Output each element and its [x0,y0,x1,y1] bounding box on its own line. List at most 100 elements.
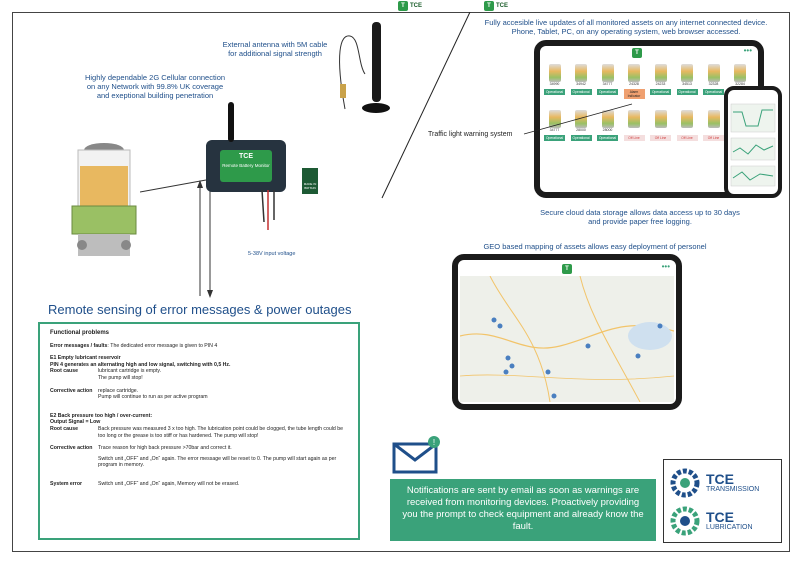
asset-id [677,128,698,133]
asset-id: 34942 [576,82,586,86]
antenna-caption: External antenna with 5M cable for addit… [222,40,328,58]
pump-thumbnail-icon [575,110,587,128]
asset-tile[interactable]: Off Line [703,110,724,144]
cloud-caption: Secure cloud data storage allows data ac… [540,208,740,226]
map-header-logo: T [562,263,572,274]
pump-image [71,143,137,256]
pump-thumbnail-icon [601,110,614,128]
pump-thumbnail-icon [575,64,587,82]
status-badge: Off Line [676,135,698,141]
map-markers[interactable] [491,317,663,399]
e1-title: E1 Empty lubricant reservoir [50,355,121,362]
monitor-device: TCE Remote Battery Monitor [206,102,286,192]
asset-tile[interactable]: Off Line [650,110,671,144]
asset-id [703,128,724,133]
status-badge: Operational [544,135,565,141]
pump-thumbnail-icon [707,110,720,128]
status-badge: Operational [597,89,618,95]
pump-thumbnail-icon [654,110,667,128]
geo-caption: GEO based mapping of assets allows easy … [483,242,707,251]
status-badge: Operational [650,89,671,95]
pump-thumbnail-icon [628,64,640,82]
power-cables [261,190,275,230]
e2-corrective-action-2: Switch unit „OFF“ and „On“ again. The er… [98,455,337,469]
gear-icon [670,506,700,536]
functional-problems-box: Functional problems Error messages / fau… [38,322,360,540]
map-tablet: T ••• [452,254,682,410]
asset-tile[interactable]: Off Line [676,110,698,144]
asset-id: 32284 [735,82,745,86]
asset-id: 24233 [655,82,666,86]
voltage-caption: 5-38V input voltage [248,251,296,257]
tce-logo-icon: T [398,0,408,11]
e2-title: E2 Back pressure too high / over-current… [50,412,153,419]
system-error-row: System error Switch unit „OFF“ and „On“ … [50,480,240,487]
tce-logo-icon: T [562,263,572,274]
tce-logo-icon: T [484,0,494,11]
pump-thumbnail-icon [654,64,667,82]
e2-subtitle: Output Signal = Low [50,419,101,426]
phone-device [724,86,782,198]
map-menu-dots-icon[interactable]: ••• [661,262,670,271]
status-badge: Off Line [650,135,671,141]
email-icon: ! [392,436,440,474]
pump-thumbnail-icon [681,110,693,128]
pump-thumbnail-icon [601,64,614,82]
traffic-light-caption: Traffic light warning system [428,131,513,138]
pump-thumbnail-icon [707,64,720,82]
e2-corrective-action: Corrective action Trace reason for high … [50,445,232,452]
status-badge: Operational [570,135,592,141]
status-badge: Off Line [623,135,645,141]
asset-id: 34777 [549,128,560,132]
asset-id: 34990 [549,82,560,86]
status-badge: Operational [570,89,592,95]
e2-root-cause: Root cause Back pressure was measured 3 … [50,425,344,439]
asset-id: 24328 [629,82,639,86]
traffic-light-pointer [523,103,633,135]
cellular-caption: Highly dependable 2G Cellular connection… [84,73,226,100]
status-badge: Operational [544,89,565,95]
functional-heading: Functional problems [50,330,110,336]
pump-thumbnail-icon [628,110,640,128]
asset-tile[interactable]: Off Line [623,110,645,144]
antenna-image [339,22,390,113]
status-badge: Off Line [703,135,724,141]
page-frame [12,12,790,552]
pump-thumbnail-icon [681,64,693,82]
asset-id: 32328 [708,82,719,86]
status-badge: Alarm Indicator [623,89,645,99]
notification-banner: Notifications are sent by email as soon … [390,479,656,541]
e1-subtitle: PIN 4 generates an alternating high and … [50,361,231,368]
phone-charts [730,103,776,187]
pump-thumbnail-icon [548,64,561,82]
tce-logo-icon: T [632,47,642,58]
svg-text:!: ! [433,438,435,447]
e1-corrective-action: Corrective action replace cartridge.Pump… [50,387,208,401]
asset-map[interactable] [460,276,674,402]
dashboard-logo: T [632,47,642,58]
menu-dots-icon[interactable]: ••• [743,46,752,55]
asset-id [650,128,671,133]
pump-thumbnail-icon [548,110,561,128]
section-title: Remote sensing of error messages & power… [48,302,352,317]
asset-id: 34513 [682,82,692,86]
pump-thumbnail-icon [734,64,746,82]
status-badge: Operational [597,135,618,141]
asset-id: 28000 [602,128,613,132]
made-in-britain-badge: MADE IN BRITAIN [302,168,318,194]
